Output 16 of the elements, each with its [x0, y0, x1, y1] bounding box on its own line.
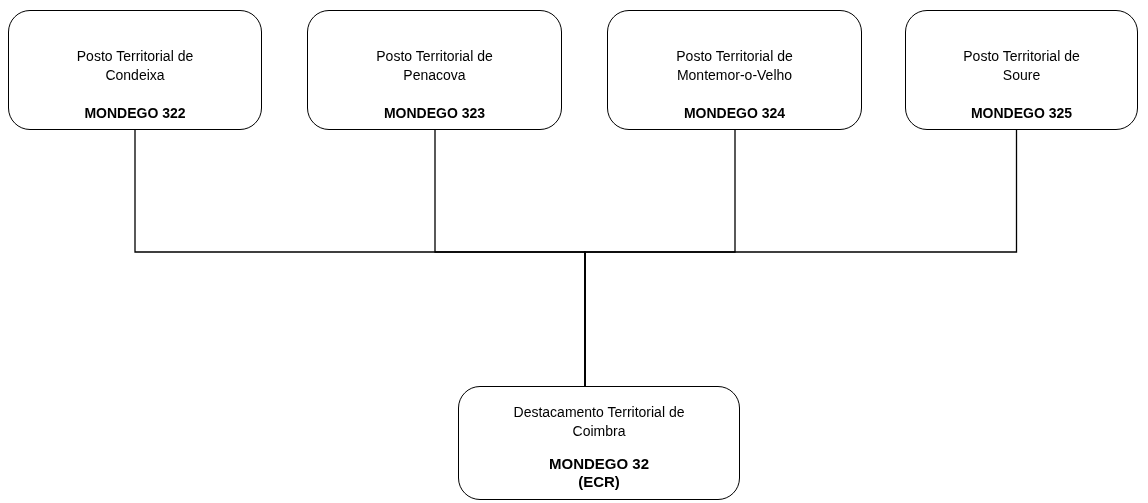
rounded-box: [307, 10, 562, 130]
connector-line: [584, 129, 1018, 387]
node-code: MONDEGO 324: [683, 104, 786, 122]
node-code: MONDEGO 322: [84, 104, 186, 122]
rounded-box: [607, 10, 862, 130]
node-code: MONDEGO 323: [383, 104, 486, 122]
node-title: Destacamento Territorial de Coimbra: [512, 403, 686, 441]
node-code: MONDEGO 32 (ECR): [548, 455, 650, 491]
node-title: Posto Territorial de Soure: [962, 47, 1081, 85]
rounded-box: [458, 386, 740, 500]
node-code: MONDEGO 325: [970, 104, 1073, 122]
node-title: Posto Territorial de Montemor-o-Velho: [675, 47, 794, 85]
rounded-box: [8, 10, 262, 130]
rounded-box: [905, 10, 1138, 130]
node-title: Posto Territorial de Condeixa: [75, 47, 195, 85]
node-title: Posto Territorial de Penacova: [375, 47, 494, 85]
